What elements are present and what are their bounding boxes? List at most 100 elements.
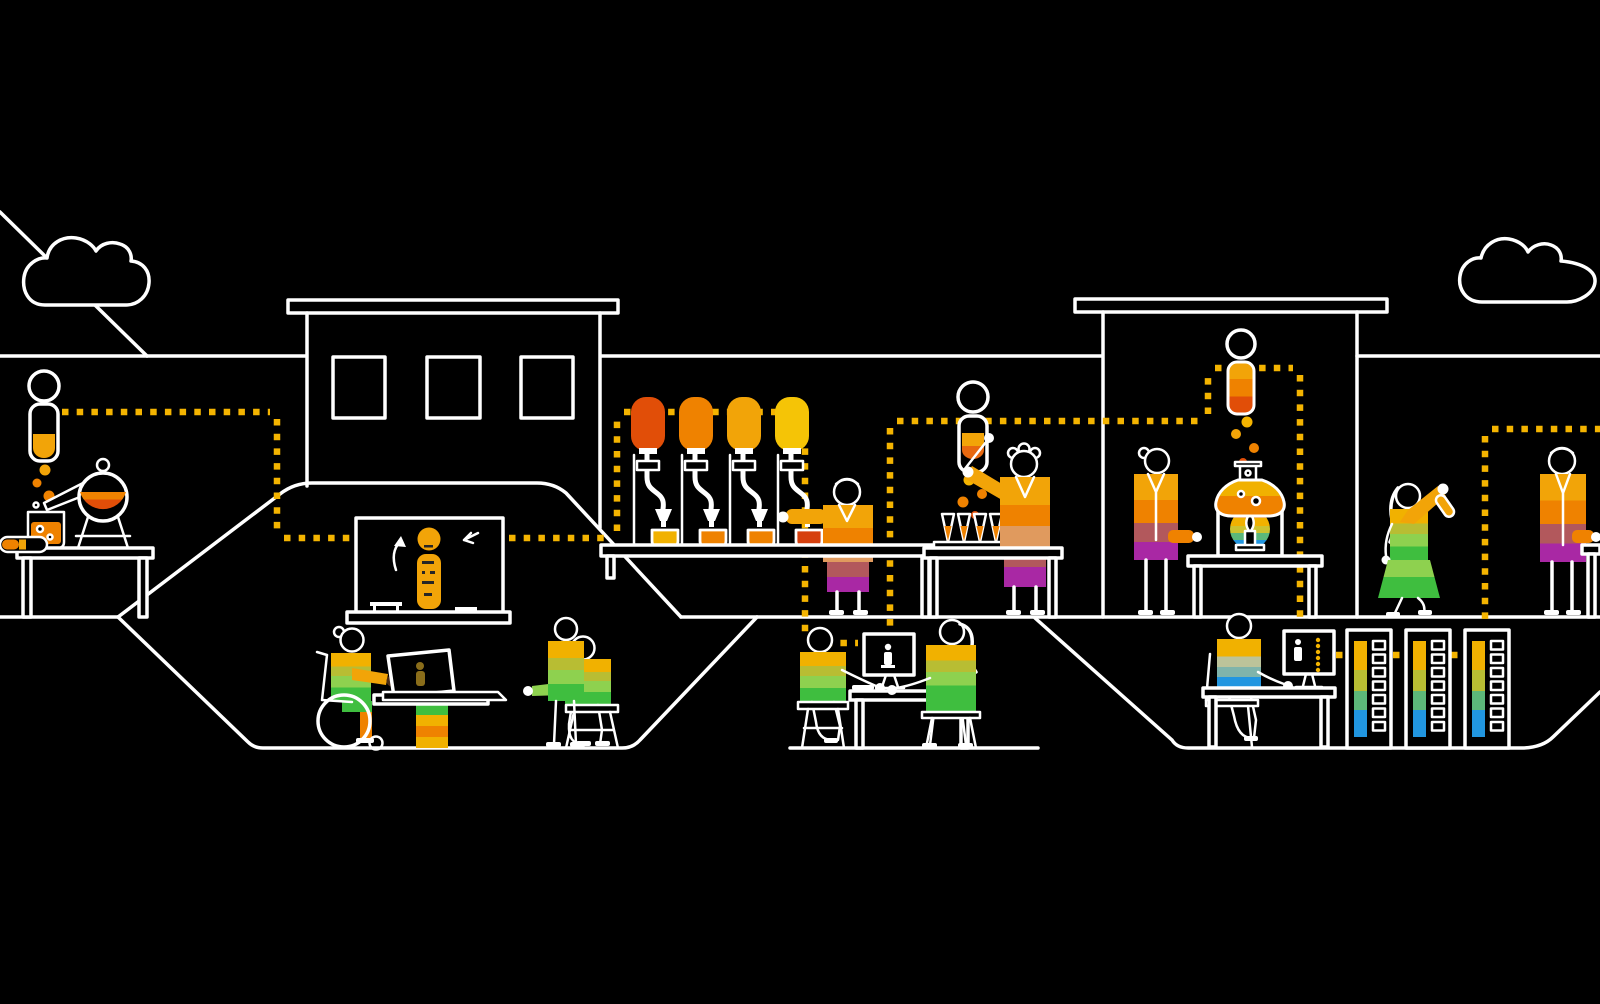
stool-seat: [564, 703, 620, 714]
sample-tube-icon: [1225, 328, 1257, 416]
board-bench-sketch: [370, 602, 402, 606]
screen-figure-body: [416, 671, 425, 686]
chair-legs: [924, 716, 978, 750]
foot: [1030, 610, 1045, 615]
coat-lapel: [837, 503, 857, 523]
student-standing: [546, 616, 585, 747]
sample-tube-icon: [27, 369, 61, 463]
foot: [1544, 610, 1559, 615]
torso: [800, 652, 846, 702]
head: [553, 616, 579, 642]
hand: [1192, 532, 1202, 542]
bubble: [35, 524, 45, 534]
funnel-stem: [661, 521, 666, 527]
retort-flask: [42, 457, 132, 550]
board-annotations: [422, 561, 435, 596]
chair-frame: [315, 650, 354, 704]
desk-top: [1201, 686, 1337, 699]
roof-slab: [1073, 297, 1389, 314]
window-1: [331, 355, 387, 420]
drip: [1241, 416, 1253, 428]
keyboard: [852, 685, 874, 690]
data-path-far-right: [1481, 425, 1600, 627]
retort-liquid: [80, 492, 126, 510]
info-monitor: [862, 632, 916, 690]
burner-lab: [1134, 328, 1324, 619]
desk-leg: [854, 698, 865, 750]
info-icon-base: [881, 665, 895, 668]
capsule-base: [639, 448, 657, 454]
caster-wheel: [368, 735, 384, 751]
held-vial-icon: [1434, 494, 1456, 518]
building-right: [1073, 297, 1389, 619]
hanging-arm: [1384, 522, 1394, 558]
foot: [595, 741, 610, 746]
column-capsule: [631, 397, 665, 451]
funnel-stem: [709, 521, 714, 527]
data-path-right-building: [1204, 364, 1304, 624]
info-monitor-server: [1282, 629, 1336, 689]
foot: [1138, 610, 1153, 615]
table-leg: [1192, 564, 1203, 619]
valve: [635, 459, 661, 472]
torso: [548, 641, 584, 701]
test-tube: [956, 512, 972, 544]
bench-top: [599, 543, 937, 558]
capsule-base: [735, 448, 753, 454]
pipette-bulb: [984, 433, 994, 443]
candle-base: [1234, 543, 1266, 552]
info-icon-dot: [884, 643, 892, 651]
bench-leg: [1586, 552, 1597, 619]
coat-lapel: [1554, 472, 1572, 547]
drip: [957, 496, 969, 508]
hair: [834, 478, 860, 486]
arm: [964, 466, 1002, 500]
desk-leg: [1207, 695, 1218, 749]
server-rack-2: [1404, 628, 1452, 750]
bubble: [1244, 469, 1252, 477]
arm: [1572, 530, 1594, 543]
sky: [0, 210, 1600, 358]
stopper: [95, 457, 111, 473]
screen-figure-head: [416, 662, 424, 670]
legs: [1550, 560, 1574, 614]
column-capsule: [727, 397, 761, 451]
legs: [1144, 558, 1168, 614]
funnel-icon: [703, 509, 720, 521]
table-top: [1186, 554, 1324, 568]
distillation-column-2: [679, 397, 728, 549]
board-figure-head: [417, 527, 441, 551]
left-lab: [0, 369, 155, 619]
wheel: [316, 693, 372, 749]
analyst-2: [887, 618, 982, 750]
coat-lapel: [1146, 472, 1166, 542]
sample-head: [1225, 328, 1257, 360]
table-leg: [928, 556, 939, 619]
analysis-station: [922, 380, 1064, 619]
drive-bays: [1489, 639, 1505, 732]
foot: [546, 742, 561, 747]
data-path-left: [62, 408, 858, 647]
info-icon-stem: [1294, 647, 1302, 661]
sample-head: [956, 380, 990, 414]
desk-leg: [1319, 695, 1330, 749]
building-left: [286, 298, 620, 530]
pedestal-column: [416, 704, 448, 748]
test-tube: [940, 512, 956, 544]
table-leg: [1307, 564, 1318, 619]
drip: [1249, 443, 1259, 453]
bubble: [46, 533, 54, 541]
distillation-column-1: [631, 397, 680, 549]
stool-legs: [800, 707, 846, 750]
classroom: [315, 516, 620, 751]
test-tube-rack: [932, 512, 1012, 550]
pipette-icon: [962, 440, 988, 472]
head: [339, 627, 365, 653]
bubble: [32, 501, 40, 509]
workstation-room: [796, 618, 982, 750]
rack-status-column: [1413, 641, 1426, 737]
valve: [779, 459, 805, 472]
head: [1225, 612, 1253, 640]
whiteboard: [345, 516, 512, 625]
